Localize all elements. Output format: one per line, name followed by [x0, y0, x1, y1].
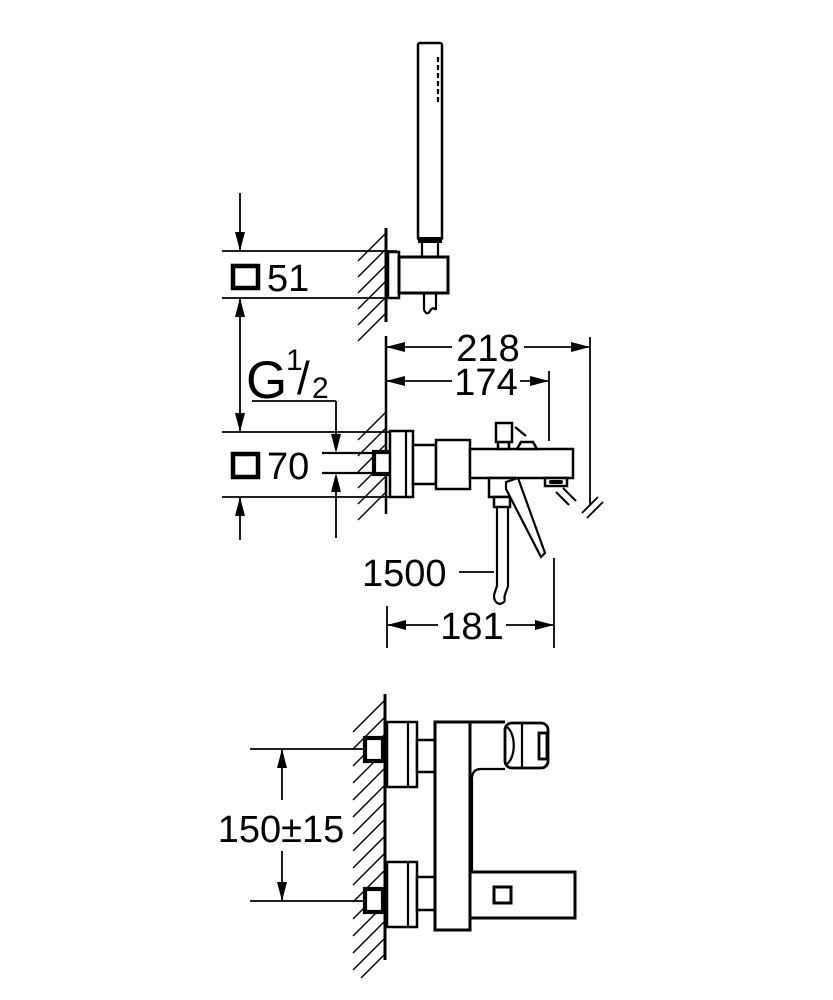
- dimension-218: 218: [386, 328, 604, 519]
- thread-label-g-half: G 1 / 2: [246, 344, 341, 538]
- hand-shower-seam: [418, 237, 442, 243]
- arrow-left-icon: [386, 342, 405, 352]
- dimension-150-label: 150±15: [218, 809, 345, 851]
- arrow-down-icon: [331, 434, 341, 453]
- lower-union: [362, 886, 386, 915]
- dimension-150-connection: 150±15: [218, 748, 365, 902]
- lever-end-inset: [537, 731, 549, 761]
- thread-denominator: 2: [312, 372, 329, 405]
- lever-dome-curve: [506, 726, 515, 765]
- mixer-body-side: [468, 447, 575, 480]
- holder-wall-plate: [386, 250, 401, 300]
- dimension-1500-hose: 1500: [362, 553, 494, 595]
- square-dimension-icon: [230, 451, 261, 480]
- upper-union: [362, 735, 386, 764]
- mixer-body-front: [433, 720, 472, 932]
- water-flow-lines: [555, 487, 577, 506]
- dimension-70-label: 70: [267, 446, 309, 488]
- arrow-right-icon: [571, 342, 590, 352]
- dimension-51: 51: [222, 193, 397, 431]
- upper-escutcheon: [385, 720, 419, 789]
- dimension-51-label: 51: [267, 258, 309, 300]
- dimension-1500-label: 1500: [362, 553, 447, 595]
- hand-shower-stick: [416, 41, 444, 242]
- lower-neck: [415, 875, 437, 912]
- thread-numerator: 1: [286, 344, 303, 377]
- top-view-hand-shower: [386, 41, 450, 315]
- connection-neck-side: [411, 443, 438, 486]
- square-dimension-icon: [230, 263, 261, 291]
- arrow-up-icon: [277, 749, 287, 768]
- hose-nut: [492, 495, 512, 509]
- dimension-70: 70: [222, 413, 392, 540]
- wall-section-middle: [357, 336, 388, 521]
- valve-body: [434, 438, 472, 491]
- side-view-mixer: [322, 421, 577, 605]
- lever-handle-side: [504, 476, 547, 559]
- cartridge-cap: [514, 440, 540, 451]
- dimension-218-label: 218: [456, 328, 519, 370]
- lower-escutcheon: [385, 860, 419, 929]
- upper-neck: [415, 738, 437, 774]
- dimension-174-label: 174: [454, 362, 517, 404]
- arrow-right-icon: [530, 376, 549, 386]
- tub-spout: [468, 870, 577, 920]
- diverter-knob: [494, 421, 514, 444]
- arrow-left-icon: [386, 376, 405, 386]
- front-view-mixer: [362, 720, 577, 932]
- escutcheon-side: [388, 429, 415, 499]
- wall-section-top: [357, 228, 388, 342]
- dimension-181-label: 181: [440, 606, 503, 648]
- arrow-down-icon: [235, 413, 245, 432]
- arrow-right-icon: [535, 620, 554, 630]
- mousseur: [549, 480, 563, 484]
- shower-holder-bracket: [397, 255, 450, 295]
- supply-union: [371, 449, 394, 477]
- hose-stub: [422, 293, 438, 315]
- break-mark: [581, 496, 604, 519]
- arrow-left-icon: [387, 620, 406, 630]
- thread-slash: /: [297, 352, 310, 404]
- arrow-down-icon: [235, 232, 245, 251]
- arrow-down-icon: [277, 882, 287, 901]
- spout-square-detail: [492, 885, 513, 905]
- shower-hose: [492, 507, 510, 605]
- dimension-181: 181: [386, 558, 555, 648]
- dimension-174: 174: [386, 362, 550, 441]
